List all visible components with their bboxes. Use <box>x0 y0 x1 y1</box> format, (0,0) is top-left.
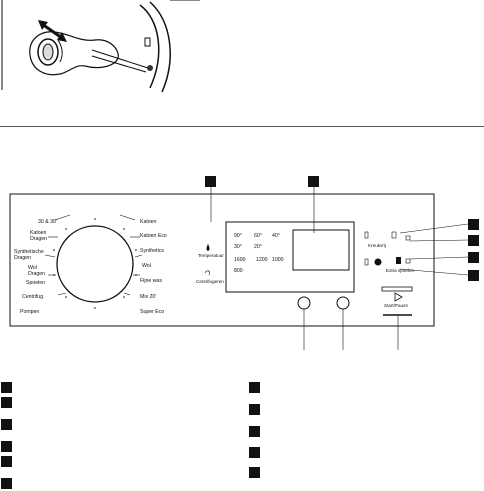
control-panel <box>9 187 469 350</box>
spin-label: Centrifugeren <box>196 279 224 284</box>
program-label-left: Synthetische Dragen <box>14 249 44 261</box>
program-label-left: Centrifug. <box>22 294 45 300</box>
legend-badge <box>1 441 12 452</box>
section-divider <box>0 126 484 127</box>
program-label-right: Synthetics <box>140 248 164 254</box>
temp-value: 40° <box>272 233 280 239</box>
program-label-right: Fijne was <box>140 278 162 284</box>
program-label-right: Katoen Eco <box>140 233 167 239</box>
callout-badge <box>468 219 479 230</box>
program-label-right: Mix 20' <box>140 294 157 300</box>
start-pause-label: Start/Pauze <box>384 303 409 308</box>
program-label-left: Katoen Dragen <box>30 230 48 242</box>
rinse-label: Extra spoelen <box>386 268 415 273</box>
spin-value: 1200 <box>256 257 268 263</box>
legend-badge <box>249 426 260 437</box>
spin-value: 1600 <box>234 257 246 263</box>
legend-badge <box>249 447 260 458</box>
legend-badge <box>1 478 12 489</box>
legend-badge <box>1 456 12 467</box>
program-label-left: Spoelen <box>26 280 46 286</box>
drawer-handle-illustration <box>1 0 200 92</box>
callout-badge <box>468 270 479 281</box>
legend-badge <box>1 419 12 430</box>
program-label-left: Wol Dragen <box>28 265 46 277</box>
program-label-right: Super Eco <box>140 309 165 315</box>
temp-value: 20° <box>254 244 262 250</box>
temp-value: 60° <box>254 233 262 239</box>
program-label-right: Katoen <box>140 219 157 225</box>
callout-badge <box>308 176 319 187</box>
callout-badge <box>468 235 479 246</box>
legend-badge <box>249 404 260 415</box>
program-label-left: 30 & 30' <box>38 219 57 225</box>
program-label-left: Pompen <box>20 309 40 315</box>
legend-badge <box>1 382 12 393</box>
spin-value: 1000 <box>272 257 284 263</box>
crease-label: Kreukvrij <box>368 243 386 248</box>
temperature-label: Temperatuur <box>198 253 224 258</box>
temp-value: 30° <box>234 244 242 250</box>
legend-badge <box>1 397 12 408</box>
program-label-right: Wol <box>142 263 151 269</box>
legend-badge <box>249 467 260 478</box>
temp-value: 90° <box>234 233 242 239</box>
legend-badge <box>249 382 260 393</box>
spin-value: 800 <box>234 268 243 274</box>
callout-badge <box>205 176 216 187</box>
callout-badge <box>468 252 479 263</box>
